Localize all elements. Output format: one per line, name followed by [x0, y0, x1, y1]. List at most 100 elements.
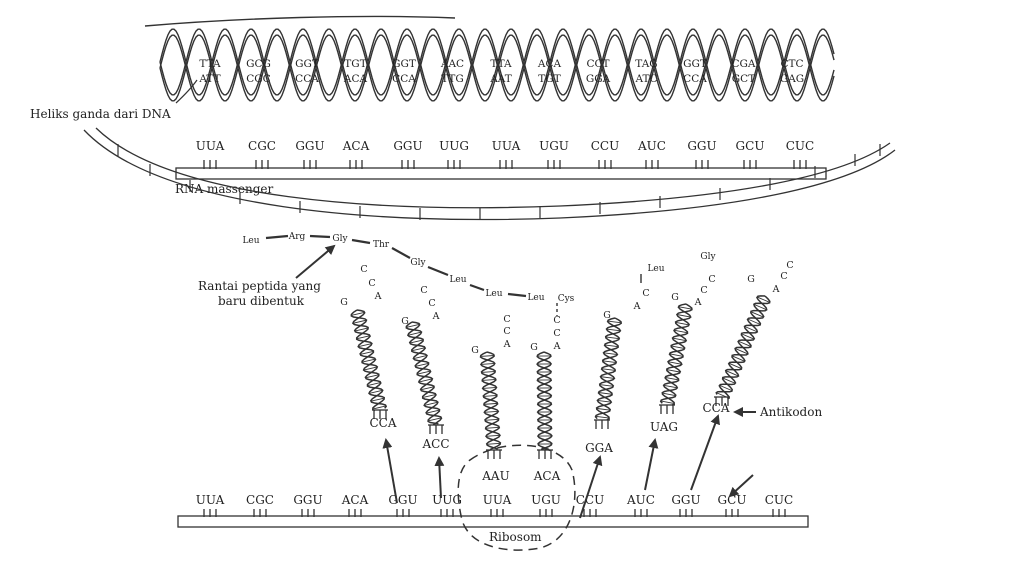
trna-rung [483, 395, 497, 396]
acceptor-base: A [772, 284, 780, 295]
acceptor-base: G [671, 292, 679, 303]
dna-base-pair-bottom: CGC [246, 73, 270, 85]
acceptor-base: G [603, 310, 611, 321]
anticodon-text: AAU [481, 469, 509, 483]
dna-base-pair-top: TGT [344, 58, 366, 70]
dna-base-pair-bottom: ATT [198, 73, 220, 85]
acceptor-base: C [642, 288, 649, 299]
dna-base-pair-bottom: GCT [732, 73, 755, 85]
trna-rung [482, 379, 496, 380]
dna-base-pair-top: GGT [392, 58, 416, 70]
amino-acid-gly: Gly [410, 258, 426, 268]
acceptor-base: G [471, 345, 479, 356]
trna-amino-acid: Gly [700, 252, 716, 262]
dna-base-pair-top: TTA [490, 58, 512, 70]
amino-acid-leu: Leu [485, 289, 502, 299]
acceptor-base: G [340, 297, 348, 308]
dna-base-pair-bottom: TGT [538, 73, 560, 85]
trna-molecules: GCCACCAGCCAACCGCCAAAUGCCAACAGCALeuGGAGCC… [340, 252, 793, 483]
acceptor-base: A [553, 341, 561, 352]
dna-base-pair-top: CTC [780, 58, 803, 70]
amino-acid-leu: Leu [449, 275, 466, 285]
codon-label: UUG [432, 493, 462, 507]
trna-rung [483, 387, 497, 388]
amino-acid-gly: Gly [332, 234, 348, 244]
codon-label: UUG [439, 139, 469, 153]
acceptor-base: C [553, 315, 560, 326]
codon-label: UGU [531, 493, 561, 507]
codon-label: UUA [196, 139, 225, 153]
acceptor-base: G [401, 316, 409, 327]
acceptor-base: C [786, 260, 793, 271]
codon-label: GGU [295, 139, 324, 153]
pairing-arrow [439, 458, 441, 498]
acceptor-base: C [700, 285, 707, 296]
dna-base-pair-top: TAG [635, 58, 657, 70]
dna-double-helix: TTAATTGCGCGCGGTCCATGTACAGGTCCAAACTTGTTAA… [145, 16, 834, 100]
amino-acid-cys: Cys [558, 294, 575, 304]
acceptor-base: A [374, 291, 382, 302]
dna-base-pair-bottom: ATC [634, 73, 657, 85]
trna-rung [481, 371, 495, 372]
codon-label: AUC [626, 493, 655, 507]
codon-label: UUA [492, 139, 521, 153]
anticodon-text: CCA [369, 416, 396, 430]
ribosome-label: Ribosom [489, 530, 542, 544]
anticodon-label: Antikodon [759, 405, 822, 419]
codon-label: CUC [765, 493, 793, 507]
mrna-backbone-bottom [178, 516, 808, 527]
dna-base-pair-bottom: TTG [441, 73, 464, 85]
anticodon-text: UAG [650, 420, 678, 434]
dna-base-pair-bottom: CCA [683, 73, 707, 85]
anticodon-text: ACA [533, 469, 561, 483]
dna-base-pair-bottom: AAT [489, 73, 512, 85]
anticodon-text: CCA [702, 401, 729, 415]
acceptor-base: A [694, 297, 702, 308]
acceptor-base: G [747, 274, 755, 285]
codon-label: GGU [293, 493, 322, 507]
dna-base-pair-bottom: CCA [392, 73, 416, 85]
trna-rung [484, 403, 498, 404]
trna-amino-acid: Leu [647, 264, 664, 274]
codon-label: CUC [786, 139, 814, 153]
acceptor-base: C [368, 278, 375, 289]
peptide-label-line2: baru dibentuk [218, 294, 305, 308]
dna-base-pair-top: TTA [199, 58, 221, 70]
codon-label: CGC [248, 139, 276, 153]
acceptor-base: A [633, 301, 641, 312]
dna-base-pair-bottom: GAG [780, 73, 804, 85]
peptide-label-arrow [296, 246, 334, 278]
dna-base-pair-bottom: ACA [343, 73, 368, 85]
dna-base-pair-top: CGA [731, 58, 755, 70]
dna-base-pair-top: CCT [586, 58, 609, 70]
dna-base-pair-top: GGT [295, 58, 319, 70]
trna-rung [481, 363, 495, 364]
trna-rung [485, 427, 499, 428]
trna-strand [408, 322, 442, 425]
amino-acid-leu: Leu [527, 293, 544, 303]
acceptor-base: C [780, 271, 787, 282]
trna-rung [486, 435, 500, 436]
codon-label: CCU [576, 493, 604, 507]
trna-rung [485, 419, 499, 420]
trna-rung [484, 411, 498, 412]
dna-base-pair-bottom: CCA [295, 73, 319, 85]
amino-acid-thr: Thr [373, 240, 390, 250]
acceptor-base: C [420, 285, 427, 296]
codon-label: ACA [342, 139, 370, 153]
dna-base-pair-top: GGT [683, 58, 707, 70]
trna-rung [480, 355, 494, 356]
codon-label: GGU [388, 493, 417, 507]
amino-acid-arg: Arg [288, 232, 306, 242]
codon-label: CGC [246, 493, 274, 507]
acceptor-base: A [432, 311, 440, 322]
codon-label: GGU [671, 493, 700, 507]
dna-base-pair-top: AAC [440, 58, 464, 70]
